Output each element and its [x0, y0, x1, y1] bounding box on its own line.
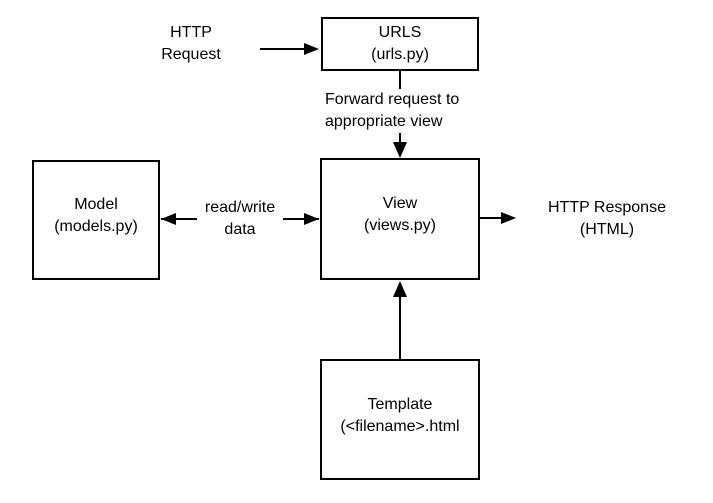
- node-view-subtitle: (views.py): [363, 217, 436, 234]
- node-model-subtitle: (models.py): [54, 218, 138, 235]
- node-view-title: View: [382, 195, 418, 212]
- node-model-title: Model: [74, 196, 118, 213]
- http-request-label-line1: HTTP: [170, 24, 212, 41]
- node-model: Model (models.py): [32, 160, 160, 280]
- read-write-label-line2: data: [224, 221, 256, 238]
- node-template-title: Template: [367, 395, 433, 413]
- http-response-label-line2: (HTML): [579, 221, 635, 238]
- node-template: Template (<filename>.html: [320, 359, 480, 480]
- node-view: View (views.py): [320, 158, 480, 280]
- http-response-label: HTTP Response (HTML): [531, 197, 683, 241]
- node-template-subtitle: (<filename>.html: [340, 417, 460, 435]
- edge-model-view-right-arrowhead-icon: [304, 213, 319, 225]
- forward-request-label: Forward request to appropriate view: [325, 89, 481, 133]
- edge-urls-to-view-arrowhead-icon: [393, 142, 407, 158]
- edge-view-to-response-arrowhead-icon: [501, 212, 516, 224]
- http-response-label-line1: HTTP Response: [548, 199, 666, 216]
- http-request-label: HTTP Request: [148, 22, 234, 66]
- read-write-label-line1: read/write: [204, 199, 276, 216]
- forward-request-label-line1: Forward request to: [325, 91, 460, 108]
- read-write-label: read/write data: [197, 197, 283, 241]
- node-urls-title: URLS: [378, 24, 422, 41]
- edge-view-to-response-line: [480, 217, 503, 219]
- edge-template-to-view-arrowhead-icon: [393, 281, 407, 297]
- http-request-label-line2: Request: [161, 46, 221, 63]
- node-urls-subtitle: (urls.py): [371, 46, 429, 63]
- edge-request-to-urls-line: [260, 48, 306, 50]
- edge-model-view-left-arrowhead-icon: [161, 213, 176, 225]
- edge-template-to-view-line: [399, 296, 401, 359]
- node-urls: URLS (urls.py): [321, 17, 479, 71]
- forward-request-label-line2: appropriate view: [325, 113, 443, 130]
- edge-request-to-urls-arrowhead-icon: [304, 43, 319, 55]
